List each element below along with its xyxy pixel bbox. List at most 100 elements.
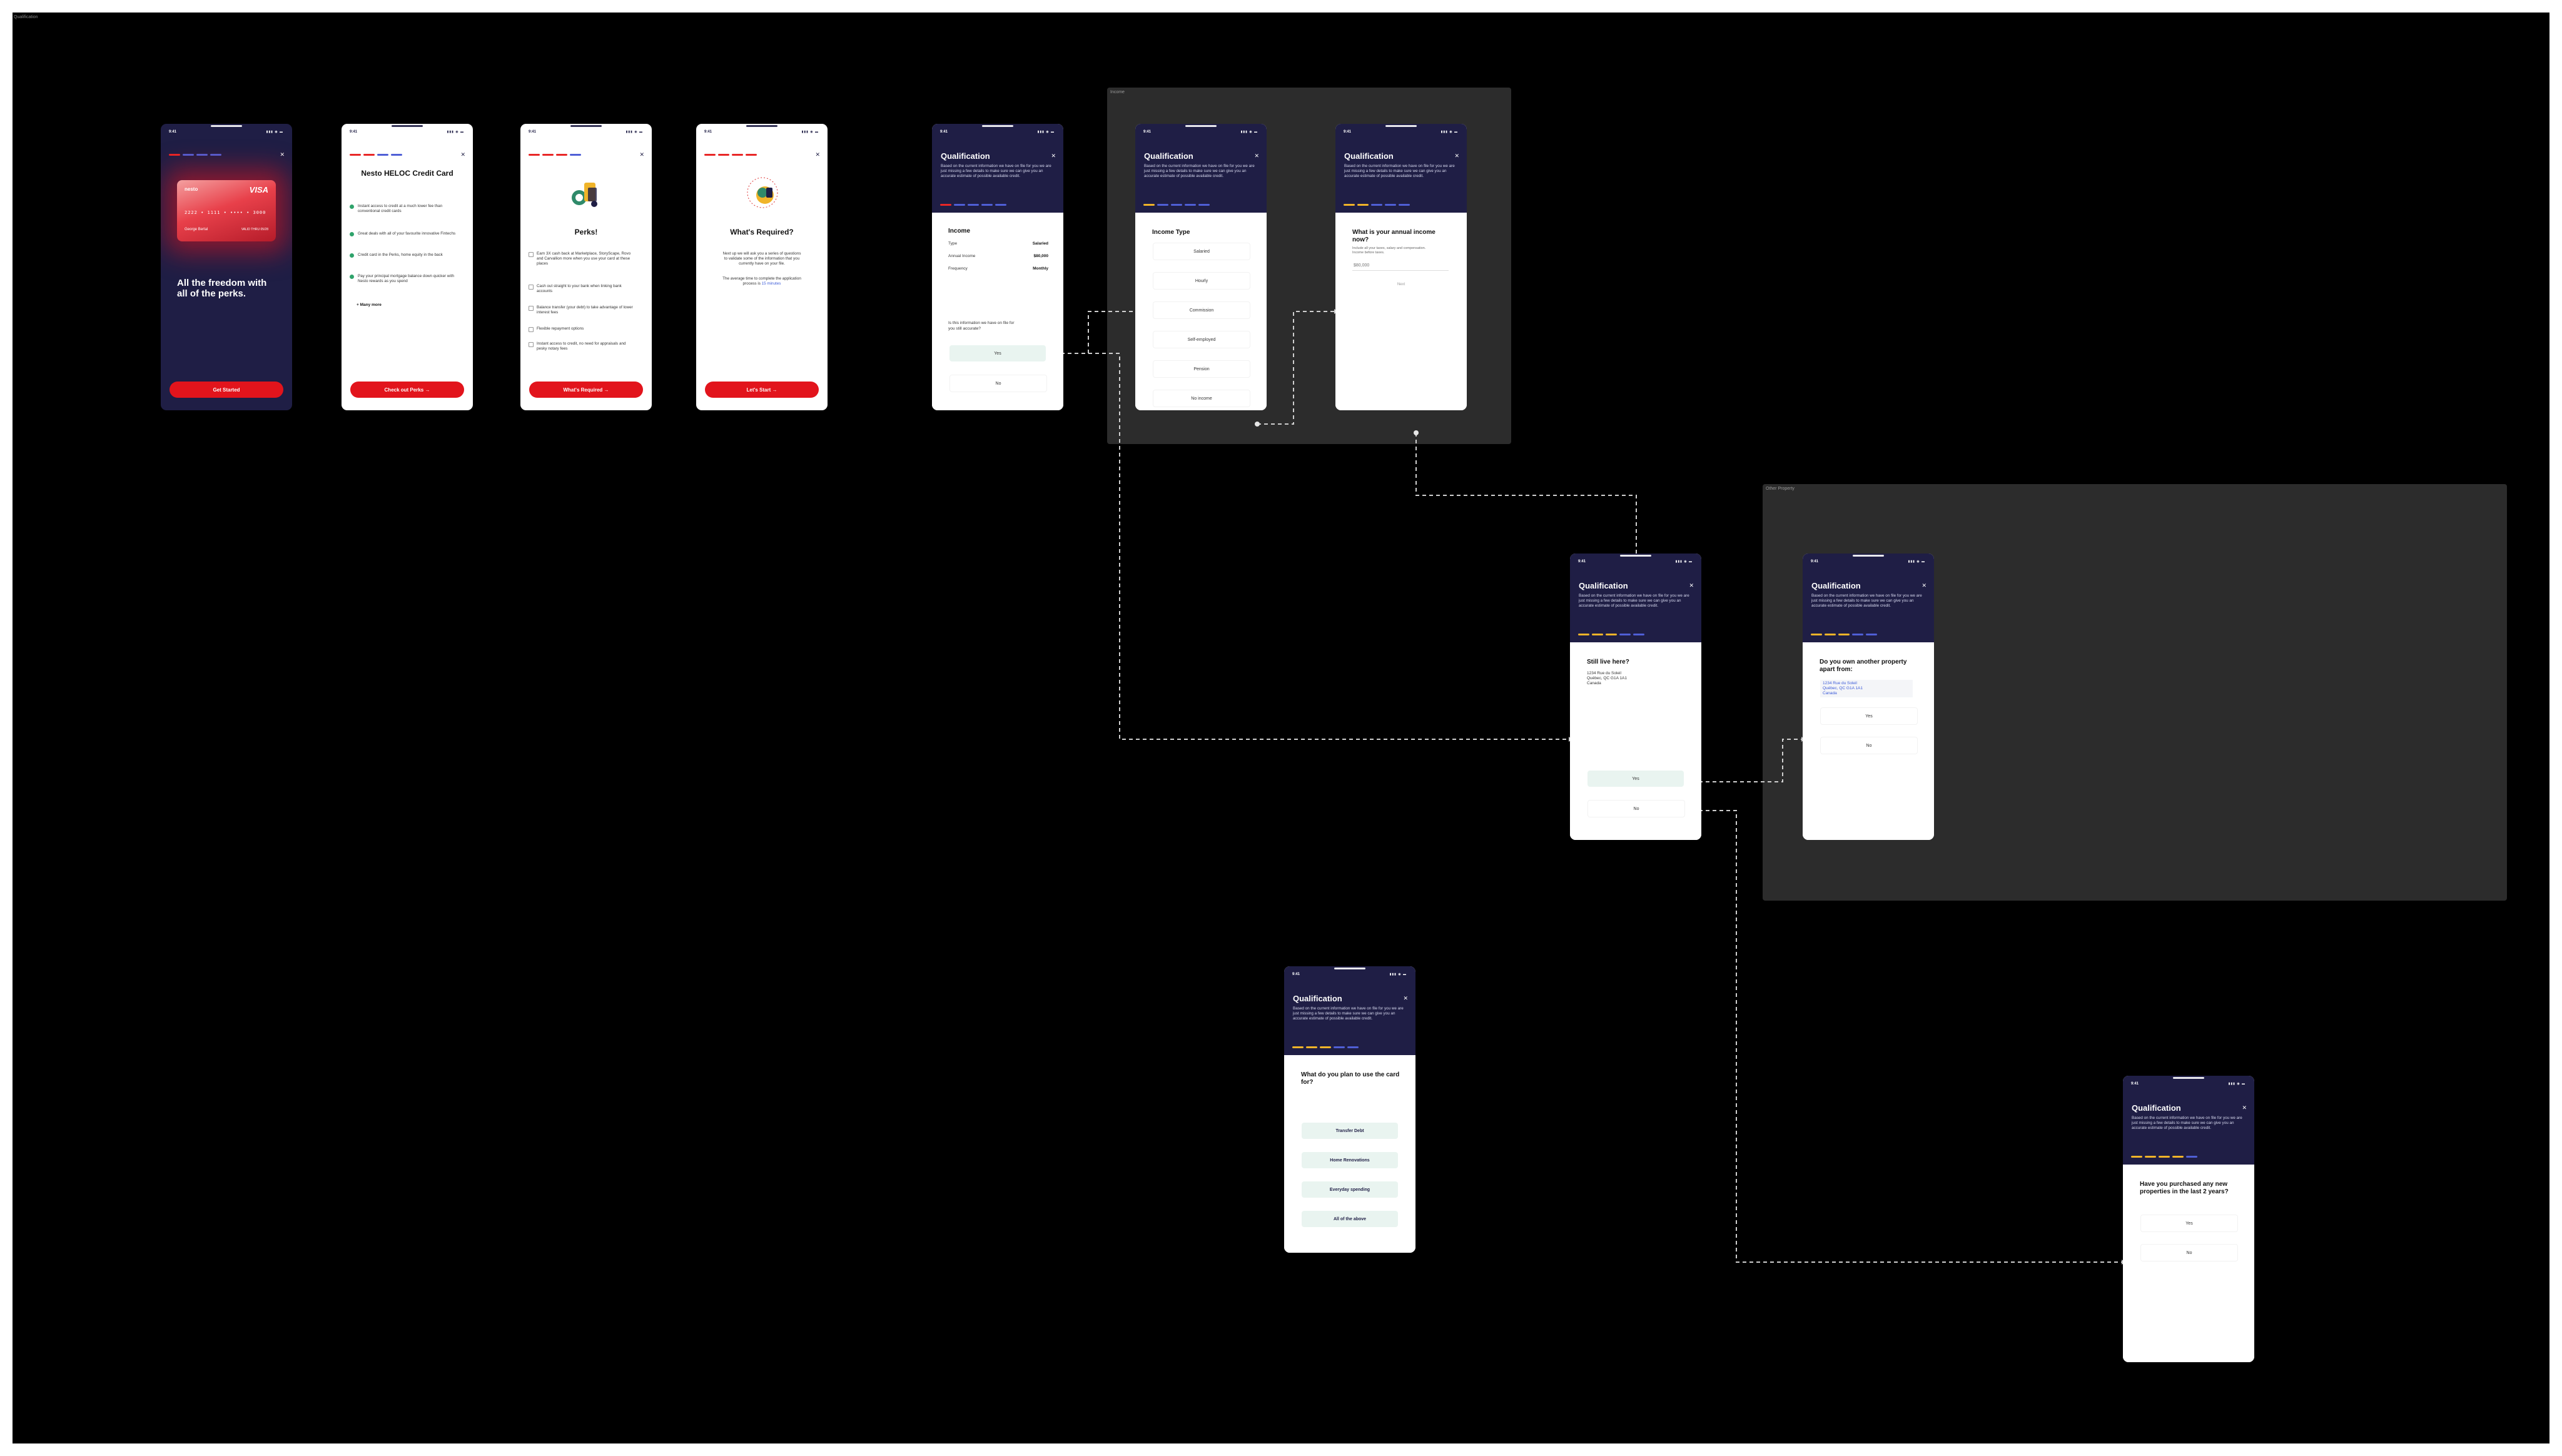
other-property-question: Do you own another property apart from: — [1820, 659, 1907, 673]
income-type-option[interactable]: Pension — [1153, 360, 1250, 378]
qualification-description: Based on the current information we have… — [2132, 1116, 2242, 1130]
qualification-description: Based on the current information we have… — [1579, 594, 1689, 608]
connector-no-to-purchased — [1685, 810, 2122, 1263]
income-type-option[interactable]: No income — [1153, 390, 1250, 407]
income-type-option[interactable]: Self-employed — [1153, 331, 1250, 348]
progress-bar — [169, 154, 221, 156]
progress-bar — [529, 154, 581, 156]
status-signal-icon: ▮▮▮ ◉ ▬ — [1440, 130, 1458, 134]
purchased-properties-screen: 9:41▮▮▮ ◉ ▬ Qualification ✕ Based on the… — [2123, 1076, 2254, 1362]
other-property-yes-button[interactable]: Yes — [1820, 707, 1918, 725]
home-indicator — [982, 125, 1013, 127]
progress-bar — [2131, 1156, 2197, 1158]
connector-annual-to-live — [1415, 433, 1637, 574]
qualification-header: 9:41▮▮▮ ◉ ▬ Qualification ✕ Based on the… — [932, 124, 1063, 213]
duration-link[interactable]: 15 minutes — [761, 281, 781, 286]
live-here-question: Still live here? — [1587, 659, 1629, 665]
card-usage-screen: 9:41▮▮▮ ◉ ▬ Qualification ✕ Based on the… — [1284, 966, 1415, 1253]
purchased-no-button[interactable]: No — [2140, 1244, 2238, 1261]
income-type-option[interactable]: Salaried — [1153, 243, 1250, 260]
status-time: 9:41 — [529, 130, 537, 134]
income-no-button[interactable]: No — [949, 375, 1047, 392]
next-link[interactable]: Next — [1397, 283, 1405, 286]
usage-option[interactable]: Transfer Debt — [1302, 1123, 1398, 1139]
home-indicator — [2173, 1077, 2204, 1079]
close-icon[interactable]: ✕ — [639, 151, 644, 158]
qualification-title: Qualification — [941, 151, 990, 161]
close-icon[interactable]: ✕ — [1403, 995, 1408, 1001]
usage-option[interactable]: Everyday spending — [1302, 1181, 1398, 1198]
progress-bar — [350, 154, 402, 156]
qualification-title: Qualification — [2132, 1103, 2181, 1113]
progress-bar — [1344, 204, 1410, 206]
status-signal-icon: ▮▮▮ ◉ ▬ — [1240, 130, 1258, 134]
qualification-title: Qualification — [1811, 581, 1861, 590]
heloc-more-link[interactable]: + Many more — [357, 303, 382, 307]
qualification-header: 9:41▮▮▮ ◉ ▬ Qualification ✕ Based on the… — [1570, 554, 1701, 642]
status-signal-icon: ▮▮▮ ◉ ▬ — [447, 130, 464, 134]
income-type-option[interactable]: Hourly — [1153, 272, 1250, 290]
live-here-no-button[interactable]: No — [1587, 800, 1685, 817]
card-number: 2222 • 1111 • •••• • 3000 — [185, 210, 266, 215]
heloc-intro-screen: 9:41▮▮▮ ◉ ▬ ✕ Nesto HELOC Credit Card In… — [342, 124, 473, 410]
connector-live-to-other — [1685, 739, 1801, 782]
annual-income-screen: 9:41▮▮▮ ◉ ▬ Qualification ✕ Based on the… — [1335, 124, 1467, 410]
close-icon[interactable]: ✕ — [1254, 153, 1259, 159]
close-icon[interactable]: ✕ — [1051, 153, 1056, 159]
welcome-headline: All the freedom with all of the perks. — [177, 278, 267, 299]
usage-option[interactable]: Home Renovations — [1302, 1152, 1398, 1168]
perks-screen: 9:41▮▮▮ ◉ ▬ ✕ Perks! Earn 3X cash back a… — [520, 124, 652, 410]
income-yes-button[interactable]: Yes — [949, 345, 1046, 361]
other-property-no-button[interactable]: No — [1820, 737, 1918, 754]
lets-start-button[interactable]: Let's Start → — [705, 382, 819, 398]
progress-bar — [1811, 634, 1877, 635]
purchased-yes-button[interactable]: Yes — [2140, 1215, 2238, 1232]
required-time-text: The average time to complete the applica… — [722, 276, 801, 286]
income-type-option[interactable]: Commission — [1153, 301, 1250, 319]
credit-card-image: nesto VISA 2222 • 1111 • •••• • 3000 Geo… — [177, 180, 276, 241]
other-property-screen: 9:41▮▮▮ ◉ ▬ Qualification ✕ Based on the… — [1803, 554, 1934, 840]
close-icon[interactable]: ✕ — [280, 151, 285, 158]
purchased-question: Have you purchased any new properties in… — [2140, 1181, 2229, 1195]
credit-icon — [529, 342, 534, 347]
live-here-yes-button[interactable]: Yes — [1587, 771, 1684, 787]
connector-type-to-annual — [1257, 311, 1334, 425]
heloc-item: Great deals with all of your favourite i… — [350, 231, 458, 236]
perk-item: Instant access to credit, no need for ap… — [529, 341, 637, 351]
usage-option[interactable]: All of the above — [1302, 1211, 1398, 1227]
canvas-label: Qualification — [14, 15, 38, 19]
perk-item: Earn 3X cash back at Marketplace, StoryS… — [529, 251, 637, 266]
qualification-description: Based on the current information we have… — [1811, 594, 1922, 608]
check-icon — [350, 205, 354, 209]
whats-required-button[interactable]: What's Required → — [529, 382, 643, 398]
status-signal-icon: ▮▮▮ ◉ ▬ — [266, 130, 283, 134]
address-text: 1234 Rue du Soleil Québec, QC G1A 1A1 Ca… — [1587, 671, 1627, 685]
other-property-group-label: Other Property — [1766, 487, 1795, 491]
home-indicator — [1853, 555, 1884, 557]
close-icon[interactable]: ✕ — [460, 151, 465, 158]
card-brand: nesto — [185, 186, 198, 192]
other-property-address: 1234 Rue du Soleil Québec, QC G1A 1A1 Ca… — [1820, 680, 1913, 697]
status-time: 9:41 — [2131, 1082, 2139, 1086]
close-icon[interactable]: ✕ — [2242, 1105, 2247, 1111]
status-signal-icon: ▮▮▮ ◉ ▬ — [801, 130, 819, 134]
income-group-label: Income — [1110, 90, 1125, 94]
close-icon[interactable]: ✕ — [1922, 582, 1927, 589]
cashback-icon — [529, 252, 534, 257]
check-out-perks-button[interactable]: Check out Perks → — [350, 382, 464, 398]
close-icon[interactable]: ✕ — [1689, 582, 1694, 589]
close-icon[interactable]: ✕ — [1454, 153, 1459, 159]
get-started-button[interactable]: Get Started — [170, 382, 283, 398]
progress-bar — [1143, 204, 1210, 206]
qualification-header: 9:41▮▮▮ ◉ ▬ Qualification ✕ Based on the… — [1335, 124, 1467, 213]
heloc-item: Credit card in the Perks, home equity in… — [350, 253, 458, 258]
qualification-title: Qualification — [1579, 581, 1628, 590]
repayment-icon — [529, 327, 534, 332]
income-confirm-screen: 9:41▮▮▮ ◉ ▬ Qualification ✕ Based on the… — [932, 124, 1063, 410]
home-indicator — [746, 125, 777, 127]
heloc-title: Nesto HELOC Credit Card — [361, 169, 453, 178]
annual-income-input[interactable] — [1352, 260, 1449, 271]
close-icon[interactable]: ✕ — [815, 151, 820, 158]
